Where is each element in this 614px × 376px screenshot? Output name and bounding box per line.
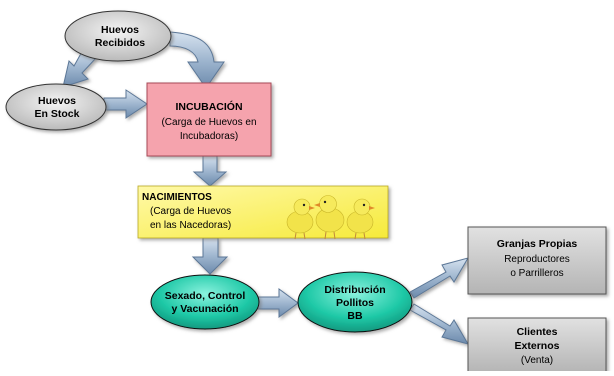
node-sexado-line2: y Vacunación <box>171 303 238 315</box>
chick-1 <box>286 198 315 240</box>
node-huevos-stock: Huevos En Stock <box>5 83 107 131</box>
node-sexado: Sexado, Control y Vacunación <box>150 274 260 330</box>
node-distribucion-line3: BB <box>347 310 363 322</box>
node-huevos-recibidos: Huevos Recibidos <box>64 10 172 62</box>
node-granjas-line2: o Parrilleros <box>510 268 563 279</box>
node-huevos-recibidos-line2: Recibidos <box>95 37 145 49</box>
node-sexado-line1: Sexado, Control <box>165 290 246 302</box>
node-incubacion: INCUBACIÓN (Carga de Huevos en Incubador… <box>146 82 272 157</box>
node-huevos-recibidos-line1: Huevos <box>101 24 139 36</box>
node-granjas-line1: Reproductores <box>504 254 570 265</box>
node-nacimientos-title: NACIMIENTOS <box>142 192 212 203</box>
node-incubacion-line1: (Carga de Huevos en <box>161 117 256 128</box>
node-distribucion-line1: Distribución <box>324 284 385 296</box>
node-distribucion: Distribución Pollitos BB <box>297 271 413 333</box>
node-nacimientos-line1: (Carga de Huevos <box>150 206 231 217</box>
node-granjas-title: Granjas Propias <box>497 238 578 250</box>
node-clientes-line1: (Venta) <box>521 355 553 366</box>
chicks-illustration <box>286 195 375 240</box>
node-clientes-title-line2: Externos <box>515 340 560 352</box>
arrow-recibidos-to-stock <box>62 47 97 88</box>
node-clientes-title-line1: Clientes <box>517 326 558 338</box>
node-incubacion-line2: Incubadoras) <box>180 131 238 142</box>
node-nacimientos: NACIMIENTOS (Carga de Huevos en las Nace… <box>137 185 389 239</box>
node-distribucion-line2: Pollitos <box>336 297 374 309</box>
node-nacimientos-line2: en las Nacedoras) <box>150 220 231 231</box>
chick-3 <box>346 198 375 240</box>
arrow-distribucion-to-clientes <box>409 303 470 345</box>
node-granjas: Granjas Propias Reproductores o Parrille… <box>467 226 607 295</box>
arrow-recibidos-to-incubacion <box>169 31 225 89</box>
arrow-sexado-to-distribucion <box>257 288 299 318</box>
node-huevos-stock-line1: Huevos <box>38 95 76 107</box>
arrow-stock-to-incubacion <box>103 89 148 119</box>
chick-2 <box>314 195 345 240</box>
arrow-nacimientos-to-sexado <box>191 237 229 275</box>
node-huevos-stock-line2: En Stock <box>35 108 80 120</box>
node-incubacion-title: INCUBACIÓN <box>175 100 242 113</box>
node-clientes: Clientes Externos (Venta) <box>467 317 607 374</box>
arrow-incubacion-to-nacimientos <box>192 155 228 187</box>
arrow-distribucion-to-granjas <box>409 257 470 299</box>
